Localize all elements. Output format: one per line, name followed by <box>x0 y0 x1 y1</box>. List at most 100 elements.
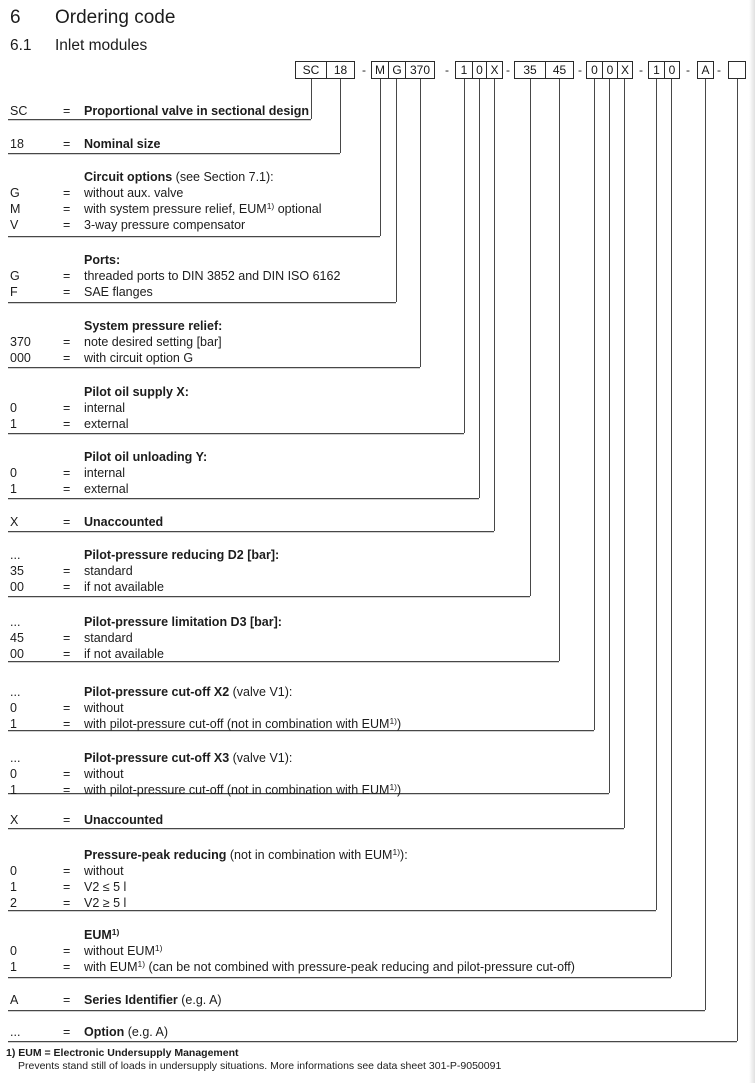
page-title: Ordering code <box>55 7 176 28</box>
value-code: 18 <box>10 137 24 151</box>
connector-line-vertical <box>624 79 625 828</box>
equals-sign: = <box>63 813 71 827</box>
value-code: 370 <box>10 335 31 349</box>
section: Pressure-peak reducing (not in combinati… <box>10 847 748 911</box>
value-description: Unaccounted <box>84 812 163 828</box>
section-header-title-bold: Pilot oil unloading Y: <box>84 450 208 464</box>
code-box: 45 <box>545 62 573 78</box>
value-row: 0=internal <box>10 465 748 481</box>
section: X = Unaccounted <box>10 812 748 828</box>
section-header-title: Pilot-pressure limitation D3 [bar]: <box>84 614 282 630</box>
value-description-text: without <box>84 864 124 878</box>
section-header-title-bold: EUM1) <box>84 927 120 942</box>
value-row: V=3-way pressure compensator <box>10 217 748 233</box>
value-description-text: with circuit option G <box>84 351 194 365</box>
equals-sign: = <box>63 269 71 283</box>
value-description-text: with EUM1) (can be not combined with pre… <box>84 959 575 974</box>
value-description-text: internal <box>84 466 125 480</box>
value-code: M <box>10 202 21 216</box>
connector-line-vertical <box>494 79 495 531</box>
value-code: 0 <box>10 466 17 480</box>
section: SC=Proportional valve in sectional desig… <box>10 103 748 119</box>
section-underline <box>8 153 340 154</box>
connector-line-vertical <box>464 79 465 433</box>
section-header-row: ... Pilot-pressure reducing D2 [bar]: <box>10 547 748 563</box>
code-box-empty <box>729 62 745 78</box>
value-code: 1 <box>10 417 17 431</box>
equals-sign: = <box>63 417 71 431</box>
value-description: without <box>84 863 124 879</box>
equals-sign: = <box>63 1025 71 1039</box>
value-description-text: external <box>84 417 129 431</box>
section: EUM1)0=without EUM1)1=with EUM1) (can be… <box>10 927 748 975</box>
value-description: note desired setting [bar] <box>84 334 222 350</box>
section-code: ... <box>10 751 21 765</box>
value-code: 45 <box>10 631 24 645</box>
value-description: 3-way pressure compensator <box>84 217 245 233</box>
value-row: 1 = external <box>10 416 748 432</box>
section-header-title: Pilot oil unloading Y: <box>84 449 207 465</box>
section-header-title-bold: Pilot oil supply X: <box>84 385 189 399</box>
value-code: X <box>10 813 19 827</box>
section-underline <box>8 236 380 237</box>
footnote-line-2: Prevents stand still of loads in undersu… <box>18 1060 502 1072</box>
value-description: external <box>84 481 128 497</box>
section-header-title-bold: Pilot-pressure reducing D2 [bar]: <box>84 548 280 562</box>
section-header-title-bold: System pressure relief: <box>84 319 223 333</box>
value-row: 0=without <box>10 766 748 782</box>
connector-line-vertical <box>609 79 610 793</box>
section-header-row: ...Pilot-pressure cut-off X2 (valve V1): <box>10 684 748 700</box>
code-box: SC <box>302 63 320 77</box>
equals-sign: = <box>63 896 71 910</box>
value-code: F <box>10 285 18 299</box>
section-header-title: Pilot-pressure reducing D2 [bar]: <box>84 547 279 563</box>
equals-sign: = <box>63 202 71 216</box>
section-header-row: Pressure-peak reducing (not in combinati… <box>10 847 748 863</box>
value-description: internal <box>84 400 125 416</box>
value-row: 0=without <box>10 863 748 879</box>
value-row: 1=with pilot-pressure cut-off (not in co… <box>10 716 748 732</box>
value-description-text: with system pressure relief, EUM1) optio… <box>84 201 322 216</box>
value-description-bold: Nominal size <box>84 137 161 151</box>
value-row: 1=external <box>10 481 748 497</box>
code-box: X <box>617 62 632 78</box>
section-header-row: Pilot oil unloading Y: <box>10 449 748 465</box>
value-row: 1=with EUM1) (can be not combined with p… <box>10 959 748 975</box>
value-code: G <box>10 186 20 200</box>
value-row: G=threaded ports to DIN 3852 and DIN ISO… <box>10 268 748 284</box>
value-row: G=without aux. valve <box>10 185 748 201</box>
value-row: 0=internal <box>10 400 748 416</box>
value-description: Series Identifier (e.g. A) <box>84 992 222 1008</box>
equals-sign: = <box>63 701 71 715</box>
section-code: ... <box>10 548 21 562</box>
code-box-group <box>728 61 746 79</box>
value-description: if not available <box>84 579 164 595</box>
section-header-title-normal: (valve V1): <box>229 685 293 699</box>
value-code: 0 <box>10 401 17 415</box>
group-separator-dash: - <box>578 63 582 77</box>
equals-sign: = <box>63 482 71 496</box>
section-underline <box>8 531 494 532</box>
page-edge-shadow <box>749 0 755 1083</box>
equals-sign: = <box>63 783 71 797</box>
value-description: Proportional valve in sectional design <box>84 103 309 119</box>
section-code: ... <box>10 685 21 699</box>
value-description-bold: Option <box>84 1025 125 1039</box>
equals-sign: = <box>63 580 71 594</box>
section-header-title-bold: Pilot-pressure cut-off X3 <box>84 751 230 765</box>
equals-sign: = <box>63 767 71 781</box>
footnote-line-1: 1) EUM = Electronic Undersupply Manageme… <box>6 1047 239 1059</box>
value-row: SC=Proportional valve in sectional desig… <box>10 103 748 119</box>
value-row: ...=Option (e.g. A) <box>10 1024 748 1040</box>
value-description: standard <box>84 630 133 646</box>
code-box: 0 <box>591 63 598 77</box>
value-row: A=Series Identifier (e.g. A) <box>10 992 748 1008</box>
value-row: 35=standard <box>10 563 748 579</box>
value-code: 1 <box>10 880 17 894</box>
section-underline <box>8 828 624 829</box>
section-header-row: System pressure relief: <box>10 318 748 334</box>
equals-sign: = <box>63 993 71 1007</box>
